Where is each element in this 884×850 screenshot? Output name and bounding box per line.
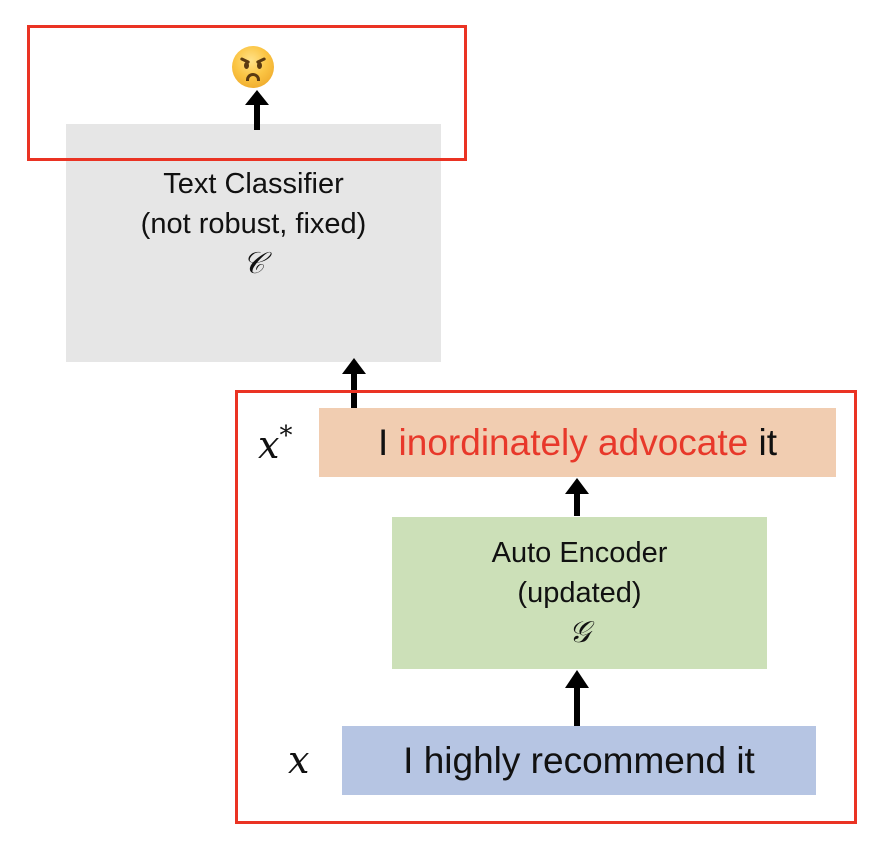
adversarial-label-x: x [258, 423, 280, 467]
autoencoder-title: Auto Encoder [491, 537, 668, 569]
classifier-title: Text Classifier [163, 168, 344, 200]
text-classifier-box: Text Classifier (not robust, fixed) 𝒞 [66, 124, 441, 362]
auto-encoder-box: Auto Encoder (updated) 𝒢 [392, 517, 767, 669]
adversarial-sentence: I inordinately advocate it [378, 422, 777, 464]
autoencoder-subtitle: (updated) [517, 577, 642, 609]
sentence-part: it [748, 421, 778, 463]
input-sentence-box: I highly recommend it [342, 726, 816, 795]
adversarial-label-star: * [279, 421, 293, 451]
adversarial-sentence-box: I inordinately advocate it [319, 408, 836, 477]
adversarial-label: x* [258, 414, 292, 467]
input-label: x [288, 738, 310, 782]
classifier-subtitle: (not robust, fixed) [140, 208, 367, 240]
arrow-up-icon [245, 90, 269, 130]
sentence-part: I [377, 421, 399, 463]
autoencoder-symbol: 𝒢 [568, 615, 591, 650]
output-highlight-box [27, 25, 467, 161]
attack-highlight-box [235, 390, 857, 824]
input-sentence: I highly recommend it [403, 739, 755, 781]
arrow-up-icon [565, 478, 589, 516]
angry-face-icon [232, 46, 274, 88]
perturbed-words: inordinately advocate [398, 421, 749, 463]
classifier-symbol: 𝒞 [242, 246, 265, 281]
arrow-up-icon [565, 670, 589, 728]
